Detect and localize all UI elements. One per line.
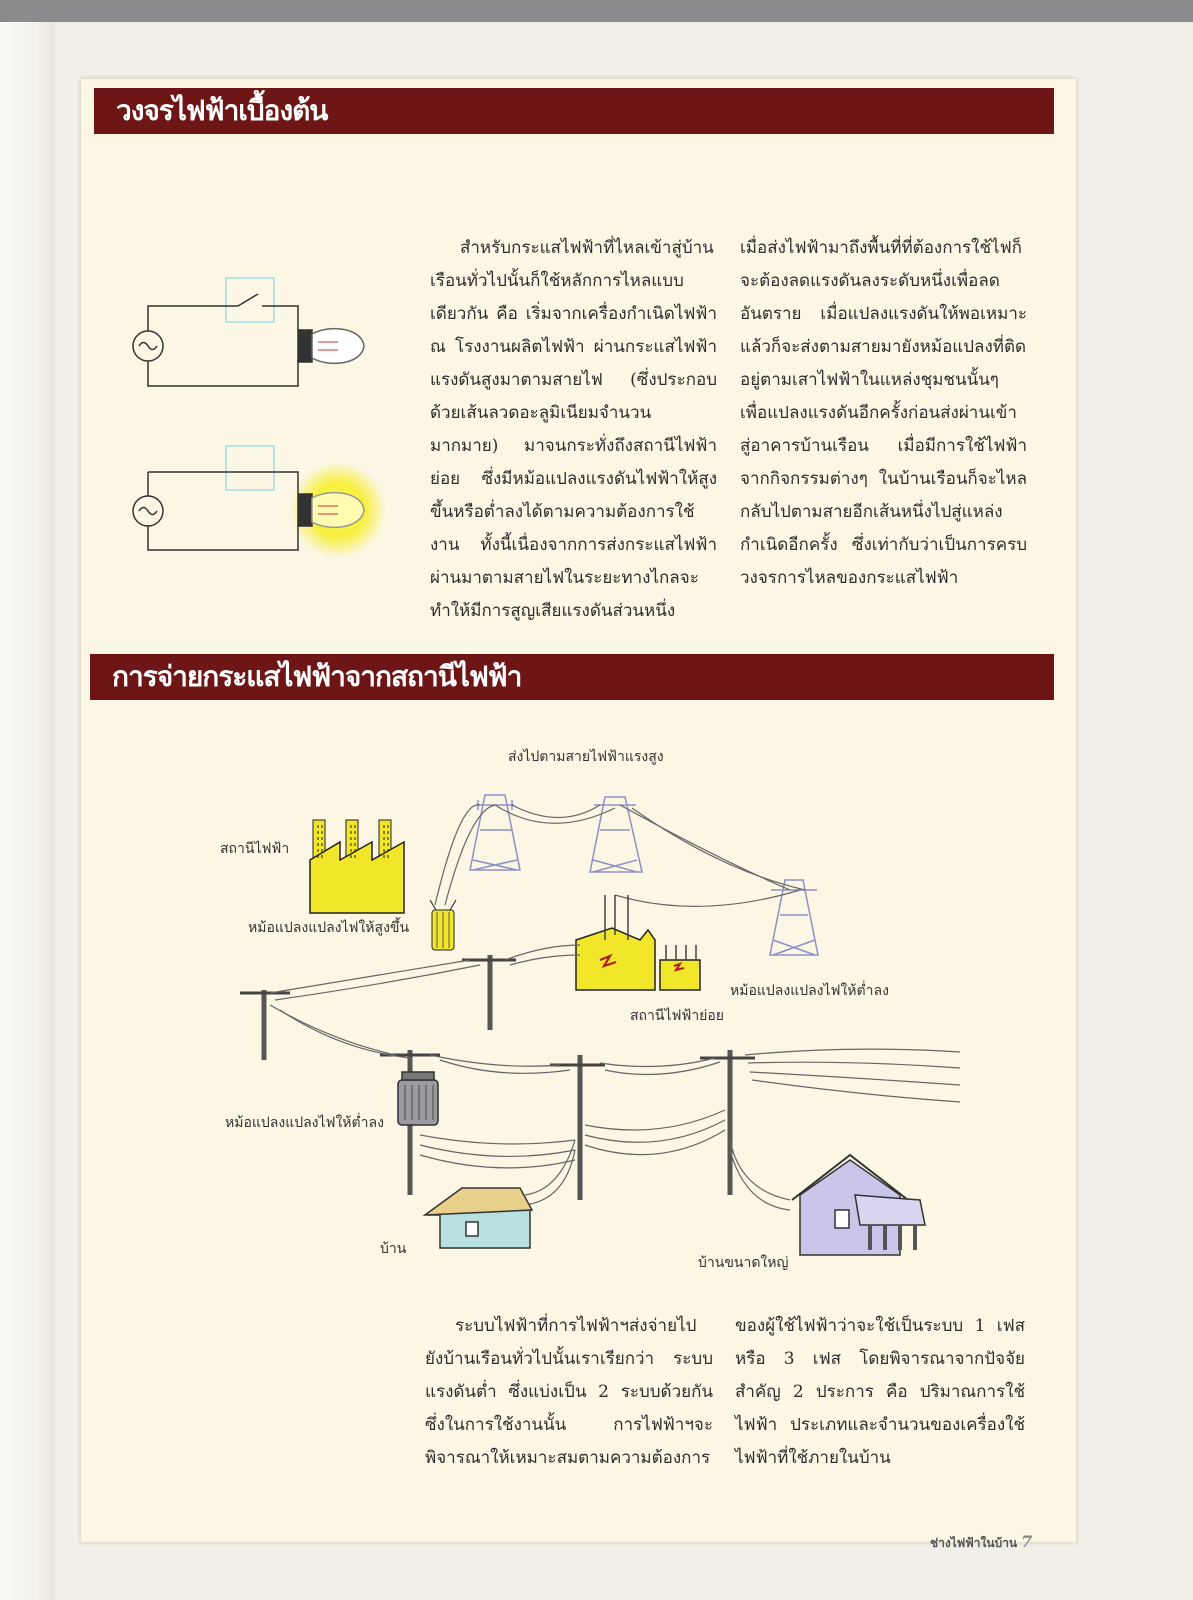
label-large-house: บ้านขนาดใหญ่ [698,1255,789,1271]
section-title-distribution: การจ่ายกระแสไฟฟ้าจากสถานีไฟฟ้า [90,654,1054,700]
large-house-drawing [791,1153,926,1256]
distribution-poles [261,955,733,1200]
label-substation: สถานีไฟฟ้าย่อย [630,1008,724,1024]
step-up-transformer [429,899,457,951]
label-house: บ้าน [380,1241,407,1257]
substation-drawing [575,895,701,991]
label-step-down-substation: หม้อแปลงแปลงไฟให้ต่ำลง [730,983,889,999]
label-step-down-pole: หม้อแปลงแปลงไฟให้ต่ำลง [225,1115,384,1131]
page-number: 7 [1021,1532,1033,1551]
section-title-basic-circuit: วงจรไฟฟ้าเบื้องต้น [94,88,1054,134]
high-voltage-wires [434,804,806,907]
paragraph-circuit-left: สำหรับกระแสไฟฟ้าที่ไหลเข้าสู่บ้านเรือนทั… [430,238,717,621]
pole-transformer [397,1071,439,1126]
paragraph-distribution-right: ของผู้ใช้ไฟฟ้าว่าจะใช้เป็นระบบ 1 เฟส หรื… [735,1316,1025,1468]
circuit-closed-diagram [132,445,386,558]
footer-title: ช่างไฟฟ้าในบ้าน [930,1536,1018,1550]
transmission-towers [469,794,819,956]
distribution-wires [269,944,961,1211]
label-high-voltage: ส่งไปตามสายไฟฟ้าแรงสูง [508,749,664,765]
label-power-station: สถานีไฟฟ้า [220,841,290,857]
house-drawing [422,1187,534,1249]
power-station-drawing [309,819,405,914]
paragraph-circuit-right: เมื่อส่งไฟฟ้ามาถึงพื้นที่ที่ต้องการใช้ไฟ… [740,238,1027,588]
label-step-up: หม้อแปลงแปลงไฟให้สูงขึ้น [248,920,410,936]
circuit-open-diagram [132,277,365,387]
page-gutter [0,22,55,1600]
paragraph-distribution-left: ระบบไฟฟ้าที่การไฟฟ้าฯส่งจ่ายไปยังบ้านเรื… [425,1316,713,1468]
top-scan-band [0,0,1193,22]
